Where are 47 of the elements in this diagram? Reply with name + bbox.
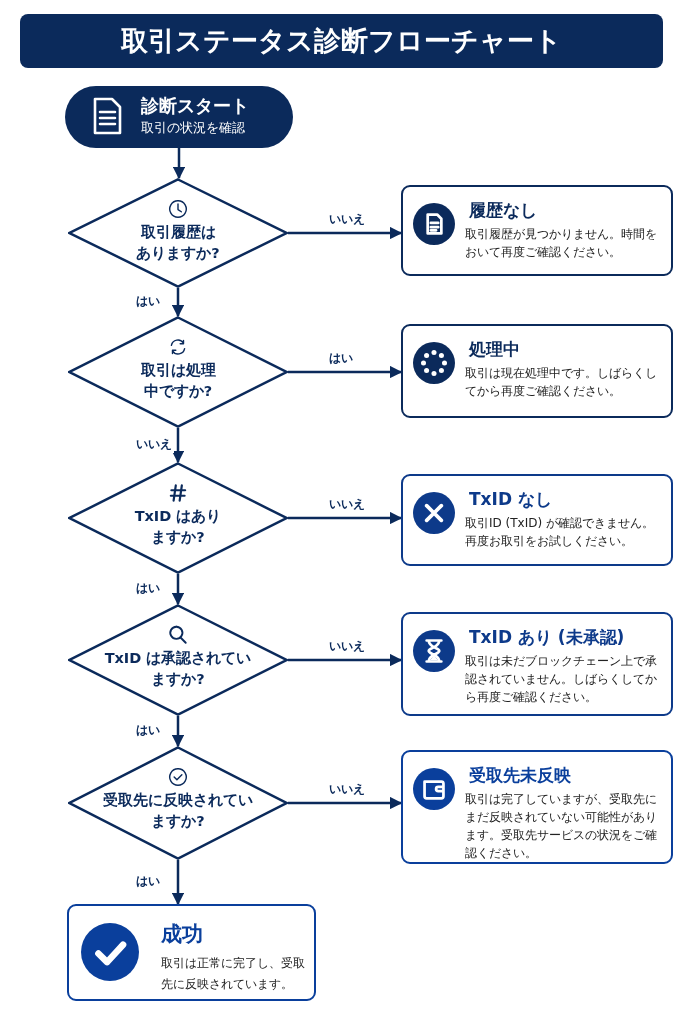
edge-label: いいえ bbox=[134, 436, 174, 453]
title: 取引ステータス診断フローチャート bbox=[20, 14, 663, 68]
arrow bbox=[288, 365, 403, 379]
arrow bbox=[171, 860, 185, 906]
result-description: 取引は正常に完了し、受取先に反映されています。 bbox=[161, 955, 306, 993]
arrow bbox=[171, 716, 185, 748]
question-text: 取引履歴はありますか? bbox=[136, 223, 220, 263]
arrow bbox=[288, 653, 403, 667]
arrow bbox=[171, 428, 185, 464]
edge-label: いいえ bbox=[326, 211, 367, 228]
arrow bbox=[288, 226, 403, 240]
edge-label: はい bbox=[134, 293, 162, 310]
question-text: TxID は承認されていますか? bbox=[103, 649, 253, 689]
result-box bbox=[401, 750, 673, 864]
result-title: 履歴なし bbox=[469, 199, 537, 222]
result-title: TxID あり (未承認) bbox=[469, 626, 625, 649]
edge-label: はい bbox=[326, 350, 355, 367]
arrow bbox=[288, 511, 403, 525]
result-title: 成功 bbox=[161, 921, 203, 948]
result-description: 取引は完了していますが、受取先にまだ反映されていない可能性があります。受取先サービスの状況をご確認ください。 bbox=[465, 791, 658, 862]
edge-label: はい bbox=[134, 873, 162, 890]
question-text: 受取先に反映されていますか? bbox=[103, 791, 253, 831]
arrow bbox=[172, 148, 186, 180]
edge-label: いいえ bbox=[326, 496, 367, 513]
arrow bbox=[171, 288, 185, 318]
result-title: 処理中 bbox=[469, 338, 520, 361]
edge-label: はい bbox=[134, 580, 162, 597]
result-title: 受取先未反映 bbox=[469, 764, 571, 787]
edge-label: いいえ bbox=[326, 781, 367, 798]
arrow bbox=[171, 574, 185, 606]
result-description: 取引履歴が見つかりません。時間をおいて再度ご確認ください。 bbox=[465, 226, 658, 261]
question-text: TxID はありますか? bbox=[133, 507, 223, 547]
result-title: TxID なし bbox=[469, 488, 552, 511]
arrow bbox=[288, 796, 403, 810]
edge-label: はい bbox=[134, 722, 162, 739]
question-text: 取引は処理中ですか? bbox=[139, 361, 217, 401]
result-description: 取引は未だブロックチェーン上で承認されていません。しばらくしてから再度ご確認ください。 bbox=[465, 653, 658, 706]
terminal-title: 診断スタート bbox=[141, 94, 249, 118]
result-box bbox=[401, 612, 673, 716]
terminal-subtitle: 取引の状況を確認 bbox=[141, 120, 245, 137]
edge-label: いいえ bbox=[326, 638, 367, 655]
result-box bbox=[401, 324, 673, 418]
result-box bbox=[401, 474, 673, 566]
result-box bbox=[401, 185, 673, 276]
success-box bbox=[67, 904, 316, 1001]
result-description: 取引ID (TxID) が確認できません。再度お取引をお試しください。 bbox=[465, 515, 655, 550]
result-description: 取引は現在処理中です。しばらくしてから再度ご確認ください。 bbox=[465, 365, 658, 400]
